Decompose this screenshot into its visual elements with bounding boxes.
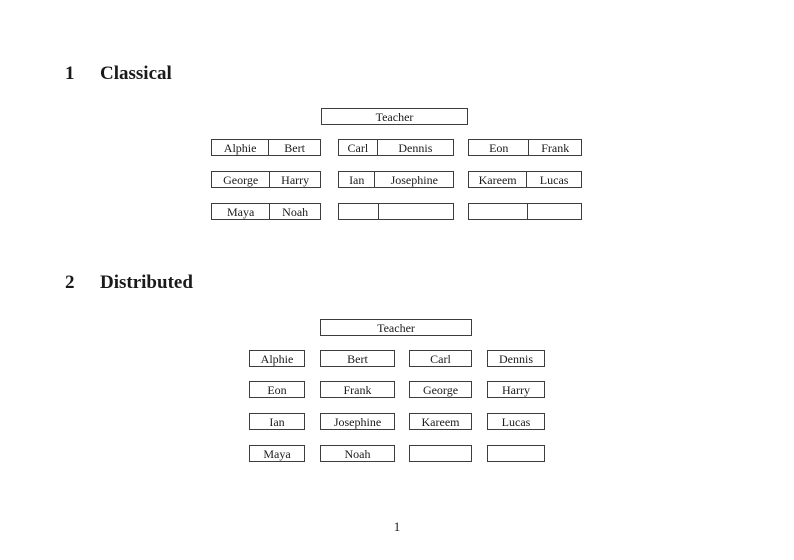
student-name-cell: Maya — [212, 204, 271, 219]
student-box: Dennis — [487, 350, 545, 367]
student-name-cell: Bert — [284, 140, 305, 155]
student-pair-box: Maya Noah — [211, 203, 321, 220]
student-box: Bert — [320, 350, 395, 367]
student-name-cell: Carl — [339, 140, 378, 155]
section-title: Distributed — [100, 272, 193, 293]
student-name-cell: Harry — [281, 172, 310, 187]
teacher-label: Teacher — [377, 320, 415, 335]
section-number: 2 — [65, 272, 75, 293]
student-pair-box: Alphie Bert — [211, 139, 321, 156]
student-box: Kareem — [409, 413, 472, 430]
empty-pair-box — [468, 203, 582, 220]
student-name-cell: Kareem — [469, 172, 528, 187]
student-box: Noah — [320, 445, 395, 462]
student-name-cell: Ian — [339, 172, 376, 187]
student-pair-box: Carl Dennis — [338, 139, 454, 156]
empty-cell — [469, 204, 529, 219]
student-name-cell: Lucas — [539, 172, 569, 187]
student-box: Maya — [249, 445, 305, 462]
student-box: George — [409, 381, 472, 398]
page-number: 1 — [393, 519, 401, 534]
student-box: Ian — [249, 413, 305, 430]
student-name-cell: Josephine — [390, 172, 438, 187]
student-box: Josephine — [320, 413, 395, 430]
teacher-box-classical: Teacher — [321, 108, 468, 125]
empty-cell — [339, 204, 379, 219]
student-pair-box: Ian Josephine — [338, 171, 454, 188]
empty-cell — [528, 204, 581, 219]
student-name-cell: Dennis — [398, 140, 433, 155]
student-box: Frank — [320, 381, 395, 398]
student-box: Carl — [409, 350, 472, 367]
student-name-cell: Alphie — [212, 140, 270, 155]
teacher-box-distributed: Teacher — [320, 319, 472, 336]
empty-cell — [379, 204, 453, 219]
student-box: Alphie — [249, 350, 305, 367]
teacher-label: Teacher — [375, 109, 414, 124]
section-title: Classical — [100, 63, 172, 84]
student-name-cell: Noah — [282, 204, 309, 219]
empty-pair-box — [338, 203, 454, 220]
student-box: Lucas — [487, 413, 545, 430]
section-heading-classical: 1 Classical — [65, 64, 172, 83]
student-pair-box: Eon Frank — [468, 139, 582, 156]
student-box: Eon — [249, 381, 305, 398]
empty-student-box — [487, 445, 545, 462]
student-name-cell: Eon — [469, 140, 530, 155]
section-heading-distributed: 2 Distributed — [65, 273, 193, 292]
student-pair-box: George Harry — [211, 171, 321, 188]
section-number: 1 — [65, 63, 75, 84]
student-box: Harry — [487, 381, 545, 398]
student-name-cell: Frank — [541, 140, 570, 155]
empty-student-box — [409, 445, 472, 462]
student-pair-box: Kareem Lucas — [468, 171, 582, 188]
student-name-cell: George — [212, 172, 271, 187]
